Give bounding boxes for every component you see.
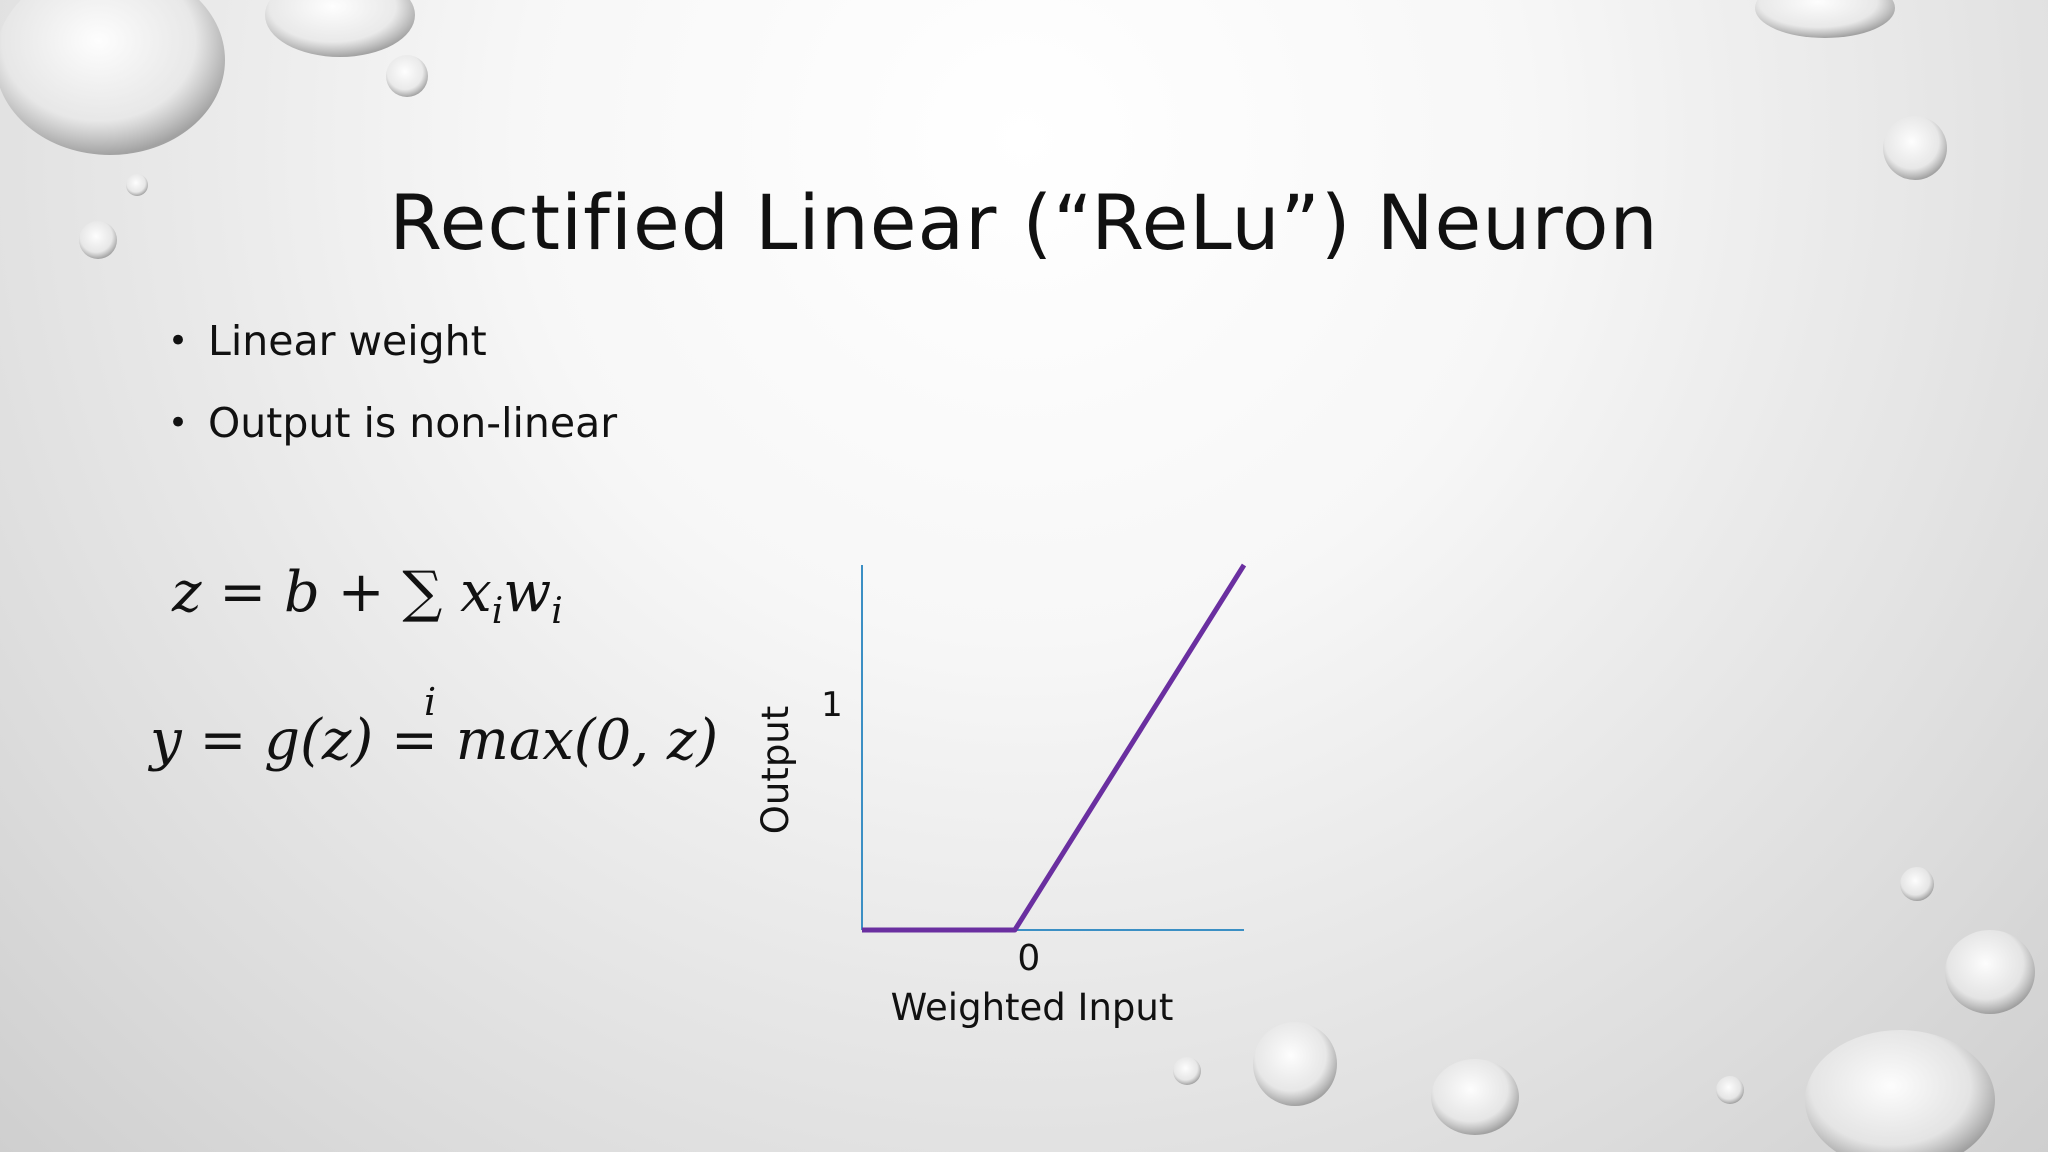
bullet-item: • Linear weight	[168, 315, 617, 397]
bullet-dot-icon: •	[168, 321, 189, 361]
bullet-item: • Output is non-linear	[168, 397, 617, 479]
bullet-text: Output is non-linear	[208, 399, 618, 447]
equation-text: z = b + ∑ x	[172, 560, 492, 625]
equation-weighted-sum: z = b + ∑ xiwi i	[172, 560, 563, 724]
bullet-list: • Linear weight • Output is non-linear	[168, 315, 617, 479]
relu-series-line	[862, 563, 1247, 933]
y-axis-label: Output	[754, 706, 797, 835]
sum-index: i	[424, 680, 437, 724]
x-axis-label: Weighted Input	[891, 986, 1174, 1029]
equation-subscript: i	[551, 591, 563, 633]
equation-relu: y = g(z) = max(0, z)	[150, 708, 719, 773]
equation-subscript: i	[491, 591, 504, 633]
slide-title: Rectified Linear (“ReLu”) Neuron	[389, 178, 1659, 267]
x-tick-label: 0	[1017, 938, 1040, 979]
y-tick-label: 1	[821, 685, 843, 725]
equation-text: w	[503, 560, 552, 625]
bullet-dot-icon: •	[168, 403, 189, 443]
bullet-text: Linear weight	[208, 317, 487, 365]
